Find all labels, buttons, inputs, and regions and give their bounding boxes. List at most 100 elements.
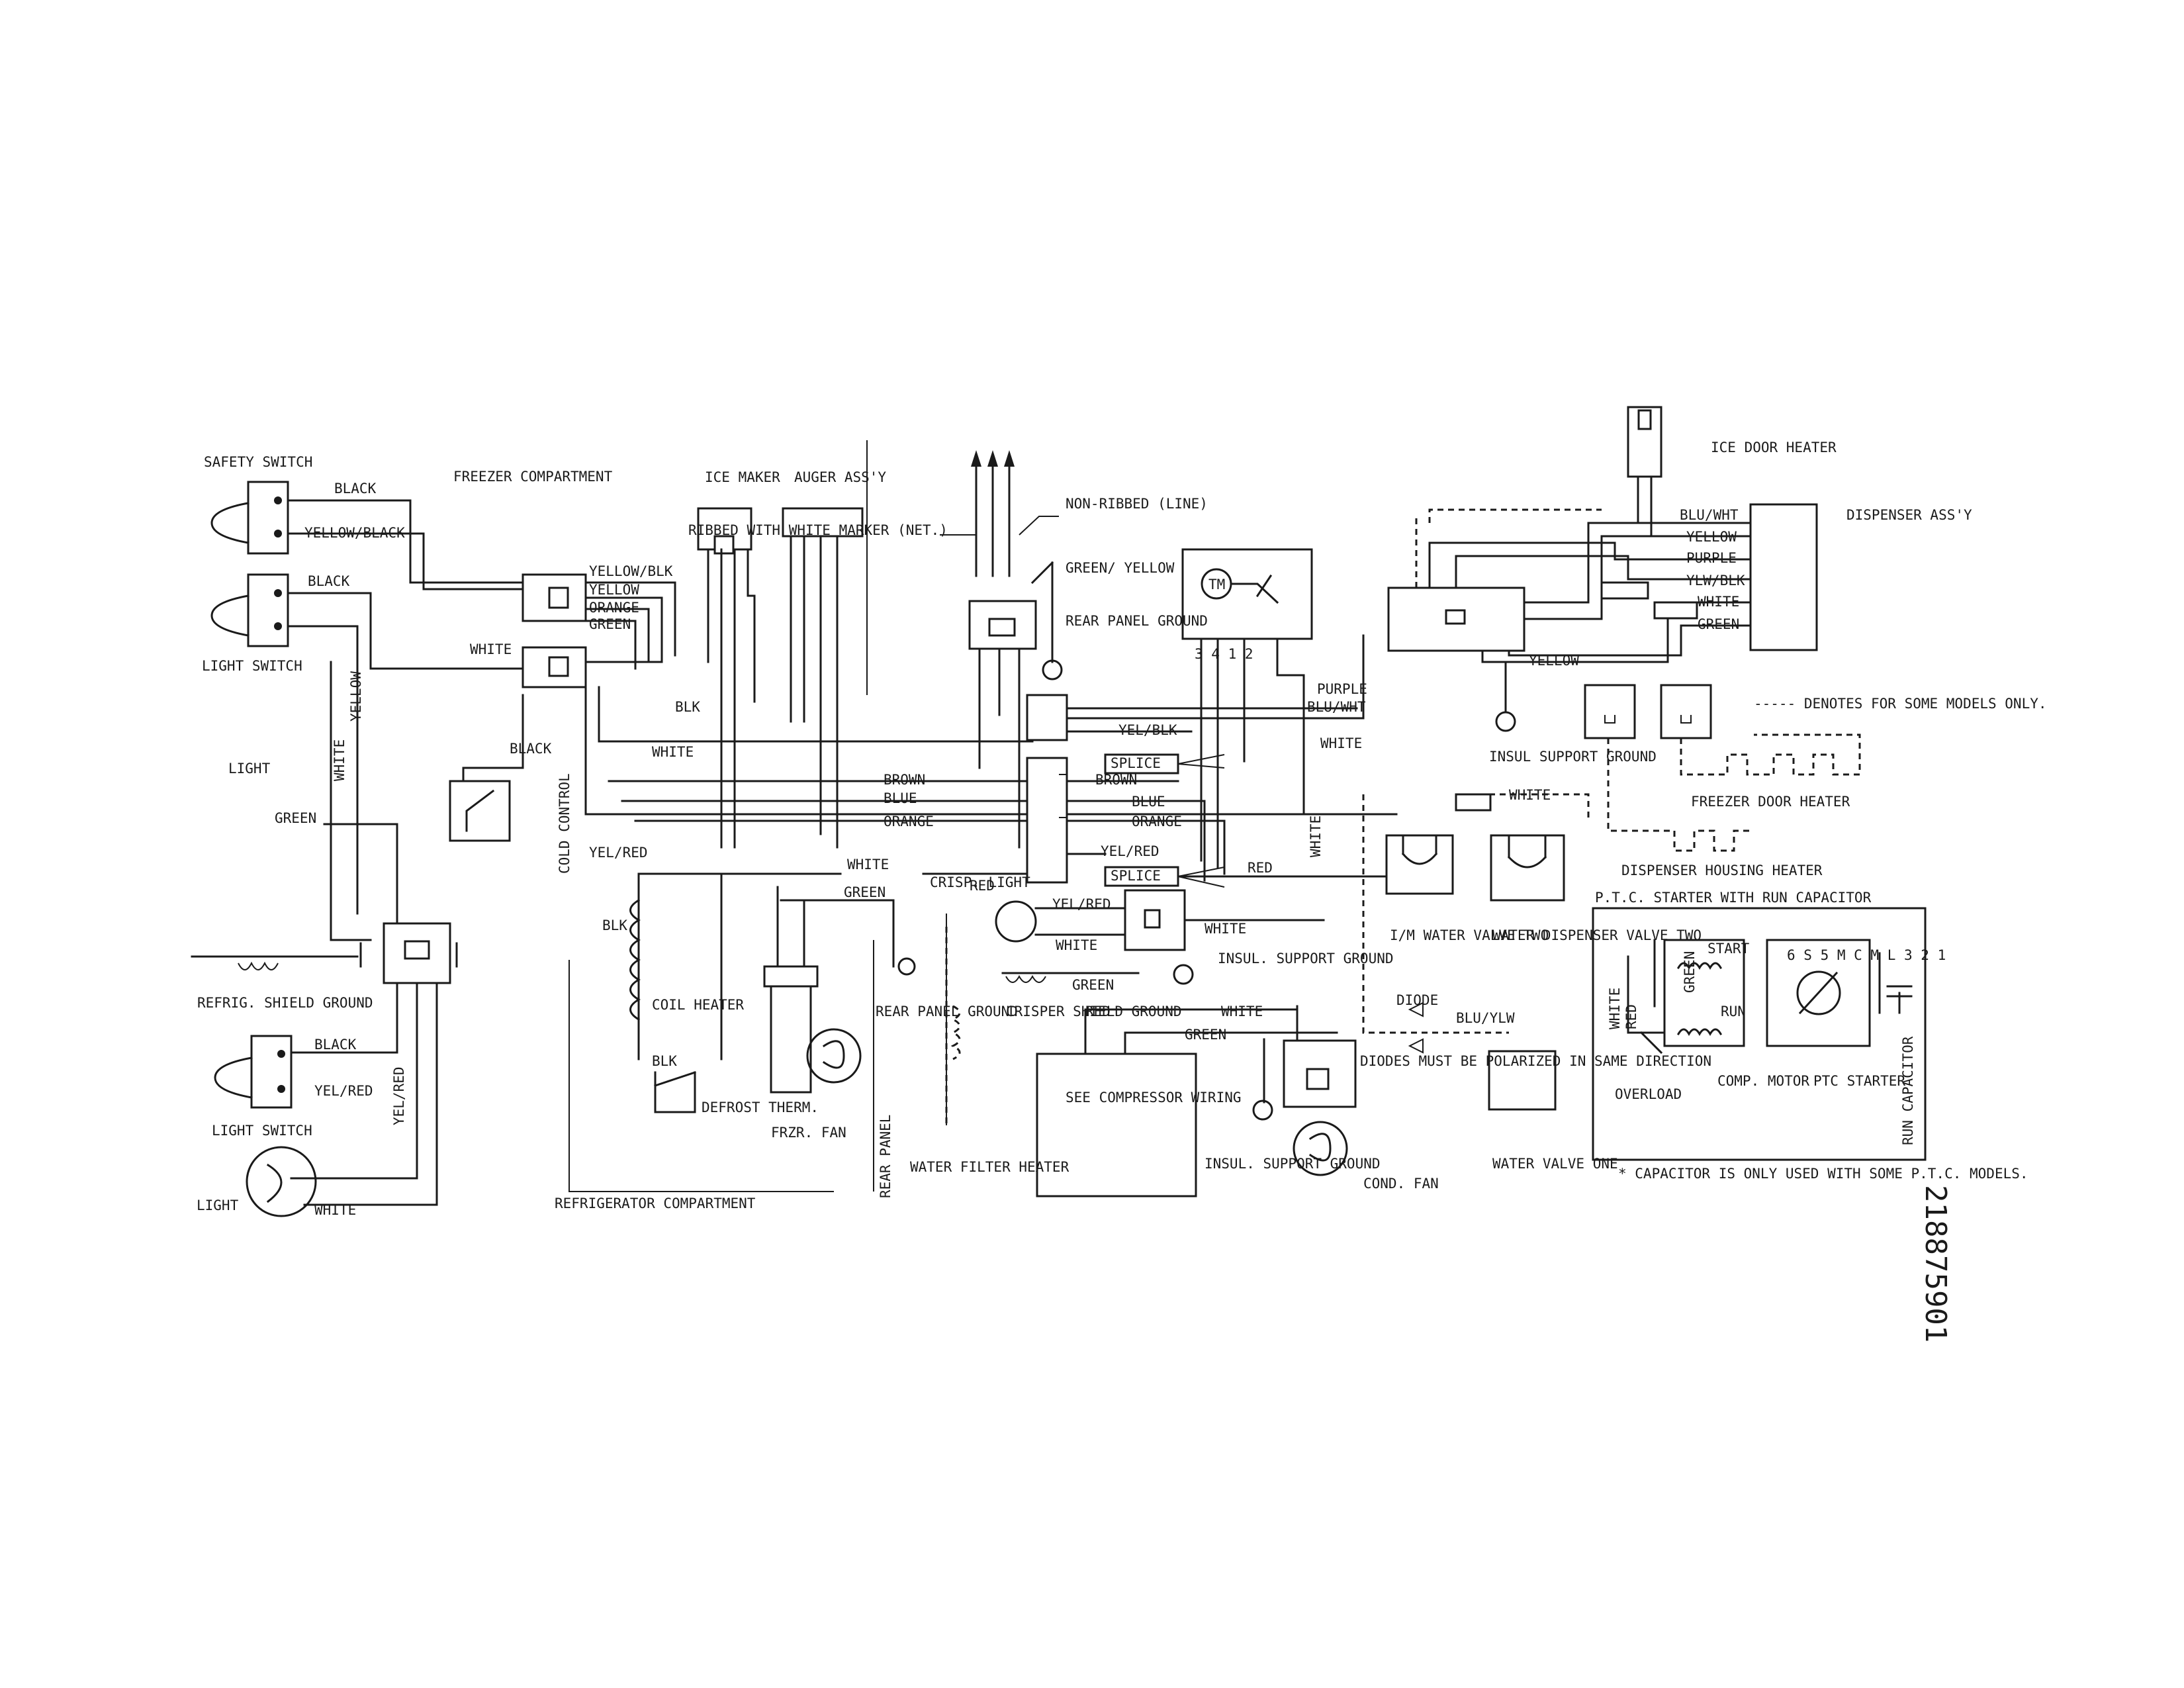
wire-label-yellow: YELLOW [589,582,639,598]
harness-connector-icon [1026,694,1068,741]
cold-control-icon [449,780,511,842]
wire-yellow-disp [1523,535,1752,620]
safety-switch-label: SAFETY SWITCH [204,454,312,470]
ptc-terminals-label: 6 S 5 M C M L 3 2 1 [1787,947,1946,963]
insul-support-ground-bottom-label: INSUL. SUPPORT GROUND [1205,1156,1381,1172]
refrigerator-boundary [569,960,834,1192]
wire-label-black: BLACK [510,741,552,757]
wire-label-yel-blk: YEL/BLK [1118,722,1177,738]
connector-pin [548,656,569,677]
label-layer: SAFETY SWITCH FREEZER COMPARTMENT LIGHT … [197,440,2047,1342]
wire-label-blu-wht: BLU/WHT [1307,699,1366,715]
wire-label-yellow: YELLOW [348,671,364,722]
ground-stub [359,942,458,968]
water-filter-heater-label: WATER FILTER HEATER [910,1159,1069,1175]
defrost-therm-contact [654,1071,696,1087]
water-valve-one-label: WATER VALVE ONE [1492,1156,1618,1172]
crisp-light-label: CRISP. LIGHT [930,874,1030,890]
light-switch-top-icon [247,573,289,647]
freezer-door-heater-connector-icon [1584,684,1636,739]
power-cord-group [940,450,1063,849]
wire-label-white: WHITE [652,744,694,760]
connector-pin [404,940,430,960]
connector-pin [1144,909,1161,929]
wire-label-red: RED [1248,860,1273,876]
dispenser-group [1387,406,1861,852]
cold-control-label: COLD CONTROL [557,773,572,874]
wire-label-black: BLACK [334,481,377,496]
blu-ylw-label: BLU/YLW [1456,1010,1515,1026]
ice-door-heater-label: ICE DOOR HEATER [1711,440,1837,455]
capacitor-note-label: * CAPACITOR IS ONLY USED WITH SOME P.T.C… [1618,1166,2028,1182]
wire-label-black: BLACK [308,573,350,589]
green-yellow-lead [1030,561,1054,663]
dispenser-housing-heater-label: DISPENSER HOUSING HEATER [1621,863,1823,878]
wire-green-disp [1508,624,1752,657]
wire-label-white: WHITE [1698,594,1739,610]
ptc-thermistor-icon [1796,970,1841,1015]
wire-label-white: WHITE [470,641,512,657]
splice-label: SPLICE [1111,755,1161,771]
wire-label-green: GREEN [1698,616,1739,632]
wire-label-black: BLACK [314,1037,357,1053]
wire-label-brown: BROWN [1095,772,1137,788]
wire-blu-wht-disp [1523,522,1752,604]
harness-block-icon [1026,757,1068,884]
insul-support-ground-mid-label: INSUL. SUPPORT GROUND [1218,951,1394,966]
wire-label-yel-red: YEL/RED [1052,896,1111,912]
timer-terminal-wires [1200,637,1305,868]
ptc-title-label: P.T.C. STARTER WITH RUN CAPACITOR [1595,890,1872,906]
comp-motor-label: COMP. MOTOR [1717,1073,1809,1089]
wire-label-green: GREEN [1185,1027,1226,1043]
wire-label-yellow-blk: YELLOW/BLK [589,563,673,579]
ice-maker-wires [707,548,756,849]
terminal-dot [274,622,282,630]
timer-switch-contact [1230,574,1279,604]
valve-coil-icon [1401,834,1547,868]
wire-green-2 [584,620,637,670]
freezer-door-heater-element [1680,733,1861,776]
harness-pin-marks [1059,774,1067,818]
crisper-shield-ground-label: CRISPER SHIELD GROUND [1006,1004,1182,1019]
light-switch-plunger [210,594,250,637]
wire-label-orange: ORANGE [1132,814,1182,829]
freezer-compartment-label: FREEZER COMPARTMENT [453,469,613,485]
defrost-timer-group [1181,548,1313,868]
diode-icon [1408,1002,1424,1054]
wire-white-light [330,661,372,941]
dispenser-assy-icon [1749,503,1818,651]
splice-icon [1455,793,1492,812]
connector-pin [1604,715,1692,724]
wire-yellow [287,625,359,915]
connector-block-icon [522,573,587,622]
overload-label: OVERLOAD [1615,1086,1682,1102]
compressor-wiring-box [1036,1053,1197,1197]
wire-cold-control [462,694,524,782]
connector-pin [1637,409,1652,430]
terminal-dot [277,1050,285,1058]
run-capacitor-label: RUN CAPACITOR [1900,1036,1916,1145]
wire-label-white: WHITE [847,857,889,872]
crisp-light-icon [995,900,1037,943]
rear-panel-label: REAR PANEL [878,1115,893,1198]
wire-label-green: GREEN [589,616,631,632]
wire-label-blk: BLK [675,699,700,715]
wire-label-white: WHITE [1308,816,1324,857]
wire-label-white: WHITE [314,1202,356,1218]
wire-orange [584,608,650,663]
water-filter-heater-element [945,927,961,1125]
wire-purple-disp [1428,541,1752,589]
light-top-label: LIGHT [228,761,271,776]
coil-heater-wires [637,872,723,1060]
connector-pin [988,618,1016,637]
auger-assy-label: AUGER ASS'Y [794,469,886,485]
coil-heater-label: COIL HEATER [652,997,744,1013]
ice-maker-label: ICE MAKER [705,469,780,485]
water-valve-one-icon [1488,1050,1557,1111]
wire-orange-right [1066,820,1226,875]
ribbed-label: RIBBED WITH WHITE MARKER (NET.) [688,522,948,538]
wire-label-white: WHITE [1509,787,1551,803]
valve-dash-wires [1362,793,1590,1034]
ptc-starter-label: PTC STARTER [1813,1073,1905,1089]
crisp-light-wires [1034,907,1126,936]
